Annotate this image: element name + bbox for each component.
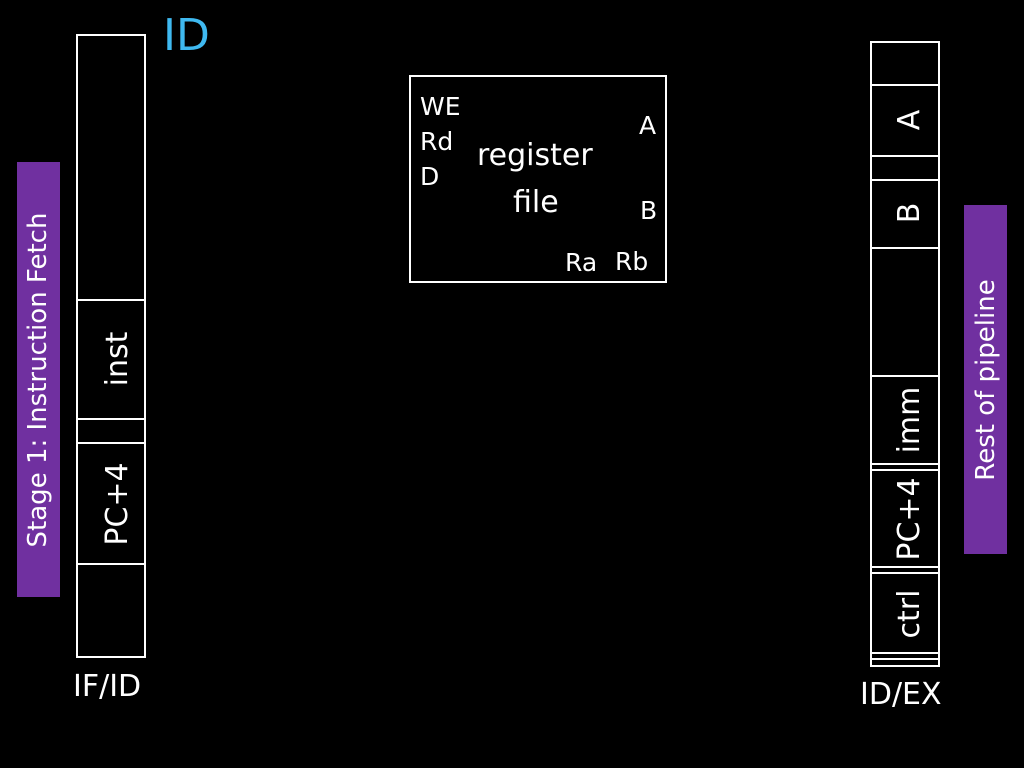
register-file-a-output: A: [639, 111, 657, 140]
id-ex-caption: ID/EX: [860, 677, 942, 712]
id-ex-ctrl-field: ctrl: [892, 589, 927, 639]
id-ex-divider: [872, 463, 938, 465]
register-file: WE Rd D register file A B Ra Rb: [409, 75, 667, 283]
register-file-b-output: B: [640, 196, 658, 225]
if-id-pc4-field: PC+4: [100, 462, 135, 546]
if-id-divider: [78, 299, 144, 301]
id-ex-divider: [872, 155, 938, 157]
register-file-rd-input: Rd: [420, 127, 454, 156]
id-ex-divider: [872, 658, 938, 660]
rest-of-pipeline-banner: Rest of pipeline: [964, 205, 1007, 554]
stage-1-banner-label: Stage 1: Instruction Fetch: [23, 212, 53, 548]
stage-1-banner: Stage 1: Instruction Fetch: [17, 162, 60, 597]
id-ex-register: A B imm PC+4 ctrl: [870, 41, 940, 667]
id-ex-divider: [872, 375, 938, 377]
id-ex-b-field: B: [892, 202, 927, 224]
id-ex-divider: [872, 84, 938, 86]
id-ex-a-field: A: [892, 109, 927, 131]
id-ex-imm-field: imm: [892, 386, 927, 454]
stage-title: ID: [163, 10, 210, 61]
id-ex-divider: [872, 469, 938, 471]
register-file-rb-input: Rb: [615, 247, 649, 276]
register-file-name: register: [477, 138, 593, 173]
if-id-divider: [78, 418, 144, 420]
id-ex-divider: [872, 566, 938, 568]
if-id-divider: [78, 442, 144, 444]
id-ex-divider: [872, 572, 938, 574]
if-id-divider: [78, 563, 144, 565]
id-ex-divider: [872, 179, 938, 181]
rest-of-pipeline-banner-label: Rest of pipeline: [971, 279, 1001, 481]
if-id-register: inst PC+4: [76, 34, 146, 658]
id-ex-divider: [872, 652, 938, 654]
register-file-ra-input: Ra: [565, 248, 598, 277]
register-file-we-input: WE: [420, 92, 461, 121]
id-ex-divider: [872, 247, 938, 249]
id-ex-pc4-field: PC+4: [892, 477, 927, 561]
if-id-caption: IF/ID: [73, 669, 142, 704]
register-file-name: file: [513, 185, 559, 220]
if-id-inst-field: inst: [100, 331, 135, 387]
register-file-d-input: D: [420, 162, 440, 191]
